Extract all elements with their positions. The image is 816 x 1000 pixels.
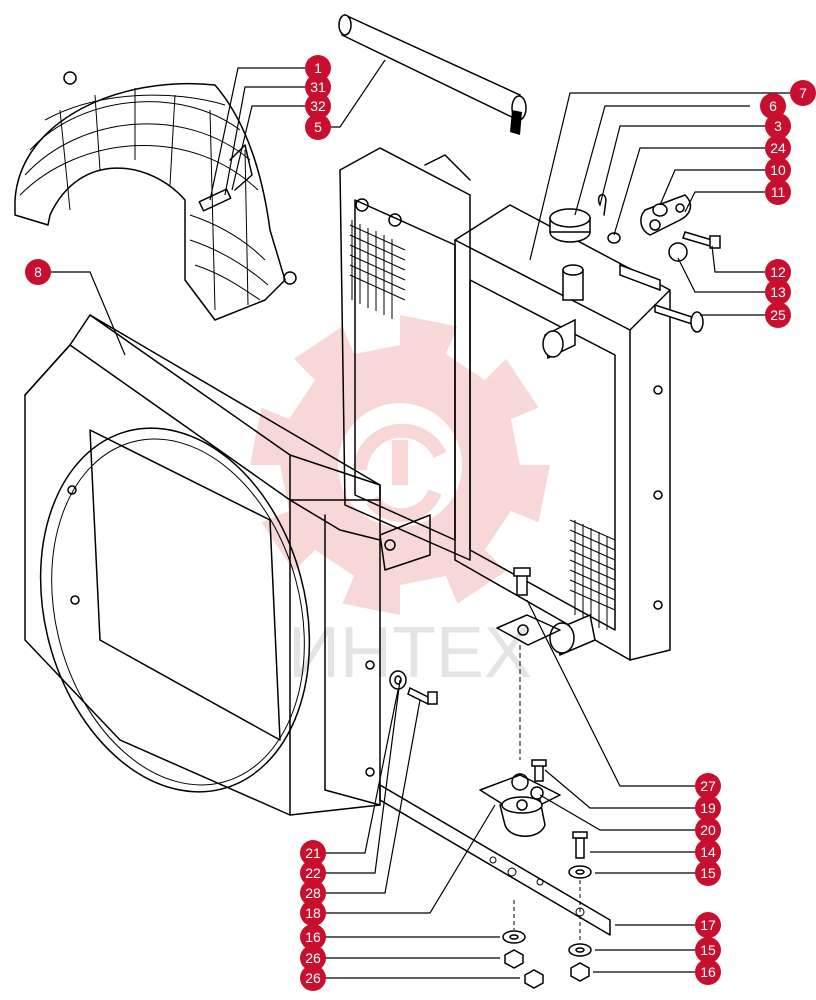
callout-badge — [695, 959, 721, 985]
callout-badge — [760, 93, 786, 119]
callout-number: 1 — [314, 60, 322, 76]
callout-22: 22 — [300, 860, 326, 886]
fan-guard — [14, 71, 297, 321]
radiator-front-core — [454, 204, 671, 661]
callout-badge — [790, 80, 816, 106]
callout-badge — [305, 55, 331, 81]
callout-25: 25 — [765, 302, 791, 328]
callout-16: 16 — [300, 924, 326, 950]
callout-10: 10 — [765, 157, 791, 183]
lower-mount-hardware — [379, 567, 611, 989]
callout-16: 16 — [695, 959, 721, 985]
callout-11: 11 — [765, 179, 791, 205]
callout-badge — [300, 880, 326, 906]
callout-number: 21 — [305, 845, 321, 861]
callout-badge — [300, 900, 326, 926]
callout-number: 10 — [770, 162, 786, 178]
callout-badge — [695, 773, 721, 799]
callout-number: 12 — [770, 264, 786, 280]
callout-6: 6 — [760, 93, 786, 119]
callout-badge — [765, 135, 791, 161]
callout-14: 14 — [695, 839, 721, 865]
callout-number: 32 — [310, 98, 326, 114]
callout-number: 16 — [700, 964, 716, 980]
fan-shroud — [24, 314, 381, 816]
callout-17: 17 — [695, 912, 721, 938]
callout-badge — [305, 93, 331, 119]
callout-number: 27 — [700, 778, 716, 794]
watermark: ИНТЕХ — [250, 315, 550, 693]
callout-15: 15 — [695, 937, 721, 963]
callout-12: 12 — [765, 259, 791, 285]
callout-5: 5 — [305, 114, 331, 140]
callout-1: 1 — [305, 55, 331, 81]
callout-badge — [695, 937, 721, 963]
callout-badge — [305, 74, 331, 100]
callout-number: 11 — [771, 184, 786, 200]
callout-number: 7 — [799, 85, 807, 101]
callout-badge — [305, 114, 331, 140]
callout-number: 13 — [770, 284, 786, 300]
callout-badge — [300, 860, 326, 886]
callout-number: 26 — [305, 950, 321, 966]
callout-number: 17 — [700, 917, 716, 933]
watermark-text: ИНТЕХ — [288, 613, 532, 693]
top-bracket-parts — [597, 193, 721, 333]
seal-rod — [338, 13, 527, 135]
callout-31: 31 — [305, 74, 331, 100]
callout-7: 7 — [790, 80, 816, 106]
callout-number: 15 — [700, 942, 716, 958]
callout-13: 13 — [765, 279, 791, 305]
callout-32: 32 — [305, 93, 331, 119]
callout-number: 16 — [305, 929, 321, 945]
callout-24: 24 — [765, 135, 791, 161]
callout-badge — [695, 795, 721, 821]
callout-number: 25 — [770, 307, 786, 323]
callout-number: 28 — [305, 885, 321, 901]
callout-number: 15 — [700, 865, 716, 881]
leader-lines — [40, 59, 790, 979]
callout-28: 28 — [300, 880, 326, 906]
callout-badge — [765, 157, 791, 183]
radiator-cap — [549, 208, 591, 243]
callout-number: 31 — [310, 79, 326, 95]
callout-number: 8 — [34, 264, 42, 280]
callout-badge — [695, 817, 721, 843]
callout-number: 22 — [305, 865, 321, 881]
callout-8: 8 — [25, 259, 51, 285]
callout-badge — [765, 113, 791, 139]
callout-number: 26 — [305, 970, 321, 986]
callout-number: 19 — [700, 800, 716, 816]
callout-number: 20 — [700, 822, 716, 838]
callout-15: 15 — [695, 860, 721, 886]
callout-number: 6 — [769, 98, 777, 114]
callout-badge — [765, 279, 791, 305]
callout-badge — [695, 912, 721, 938]
callout-number: 5 — [314, 119, 322, 135]
callout-badge — [765, 302, 791, 328]
callout-26: 26 — [300, 965, 326, 991]
callout-26: 26 — [300, 945, 326, 971]
callout-badge — [300, 924, 326, 950]
callout-27: 27 — [695, 773, 721, 799]
callout-badge — [25, 259, 51, 285]
callout-badge — [300, 840, 326, 866]
callout-21: 21 — [300, 840, 326, 866]
callout-20: 20 — [695, 817, 721, 843]
callout-badge — [765, 179, 791, 205]
callout-markers: 1 31 32 5 7 6 3 24 10 11 8 12 13 25 27 19 20 14 15 21 22 28 18… — [25, 55, 816, 991]
callout-number: 24 — [770, 140, 786, 156]
callout-number: 3 — [774, 118, 782, 134]
callout-badge — [695, 860, 721, 886]
callout-number: 14 — [700, 844, 716, 860]
callout-19: 19 — [695, 795, 721, 821]
callout-badge — [765, 259, 791, 285]
callout-3: 3 — [765, 113, 791, 139]
callout-18: 18 — [300, 900, 326, 926]
callout-badge — [695, 839, 721, 865]
callout-badge — [300, 945, 326, 971]
callout-badge — [300, 965, 326, 991]
callout-number: 18 — [305, 905, 321, 921]
